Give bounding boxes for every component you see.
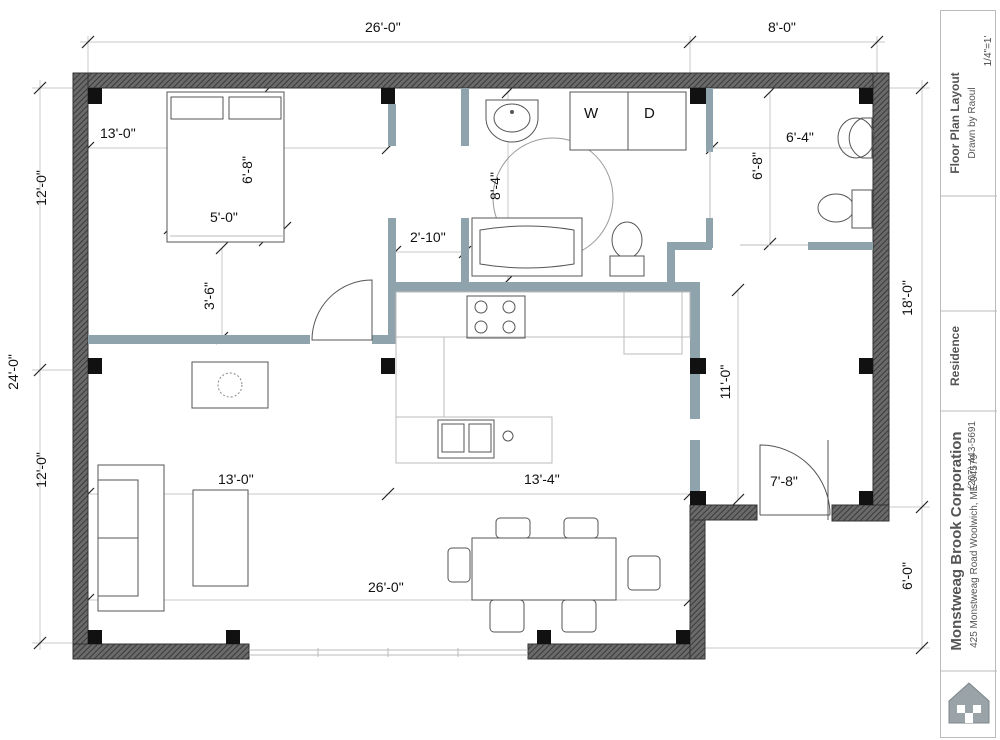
dim-bath-depth: 8'-4"	[487, 172, 503, 200]
dim-half-bath-width: 6'-4"	[786, 129, 814, 145]
dim-right-lower: 6'-0"	[899, 562, 915, 590]
drawn-by: Drawn by Raoul	[967, 87, 978, 158]
dim-bed-to-wall: 3'-6"	[201, 282, 217, 310]
dim-bath-width: 2'-10"	[410, 229, 446, 245]
dim-entry-width: 7'-8"	[770, 473, 798, 489]
living-dining-furniture	[97, 361, 661, 633]
sheet-title: Floor Plan Layout	[948, 72, 962, 173]
dim-top-right: 8'-0"	[768, 19, 796, 35]
dim-bed-length: 6'-8"	[239, 156, 255, 184]
dim-top-left: 26'-0"	[365, 19, 401, 35]
structural-posts	[88, 88, 873, 644]
company-address: 425 Monstweag Road Woolwich, ME 04579	[969, 454, 980, 648]
project-name: Residence	[948, 326, 962, 386]
dim-half-bath-depth: 6'-8"	[749, 152, 765, 180]
dim-kitchen-width: 13'-4"	[524, 471, 560, 487]
bedroom-bed	[166, 91, 285, 243]
bottom-opening	[249, 648, 528, 657]
house-logo-icon	[948, 682, 990, 724]
doors	[311, 279, 831, 520]
dim-left-total: 24'-0"	[5, 354, 21, 390]
dim-kitchen-depth: 11'-0"	[717, 365, 733, 400]
dryer-label: D	[644, 105, 655, 122]
half-bath-fixtures	[817, 117, 875, 229]
scale-text: 1/4"=1'	[983, 36, 994, 67]
dim-right-main: 18'-0"	[899, 280, 915, 316]
dim-left-lower: 12'-0"	[33, 452, 49, 488]
title-block-text: 1/4"=1' Floor Plan Layout Drawn by Raoul…	[941, 36, 997, 724]
washer-label: W	[584, 105, 599, 122]
bathroom-fixtures	[471, 91, 687, 277]
company-name: Monstweag Brook Corporation	[948, 431, 965, 650]
dim-bed-span: 5'-0"	[210, 209, 238, 225]
title-block: 1/4"=1' Floor Plan Layout Drawn by Raoul…	[940, 10, 997, 738]
dim-living-total: 26'-0"	[368, 579, 404, 595]
kitchen	[395, 291, 691, 464]
dim-living-width: 13'-0"	[218, 471, 254, 487]
dim-bed-width: 13'-0"	[100, 125, 136, 141]
dim-left-upper: 12'-0"	[33, 170, 49, 206]
interior-walls	[88, 88, 873, 491]
company-phone: (207) 443-5691	[967, 421, 978, 490]
